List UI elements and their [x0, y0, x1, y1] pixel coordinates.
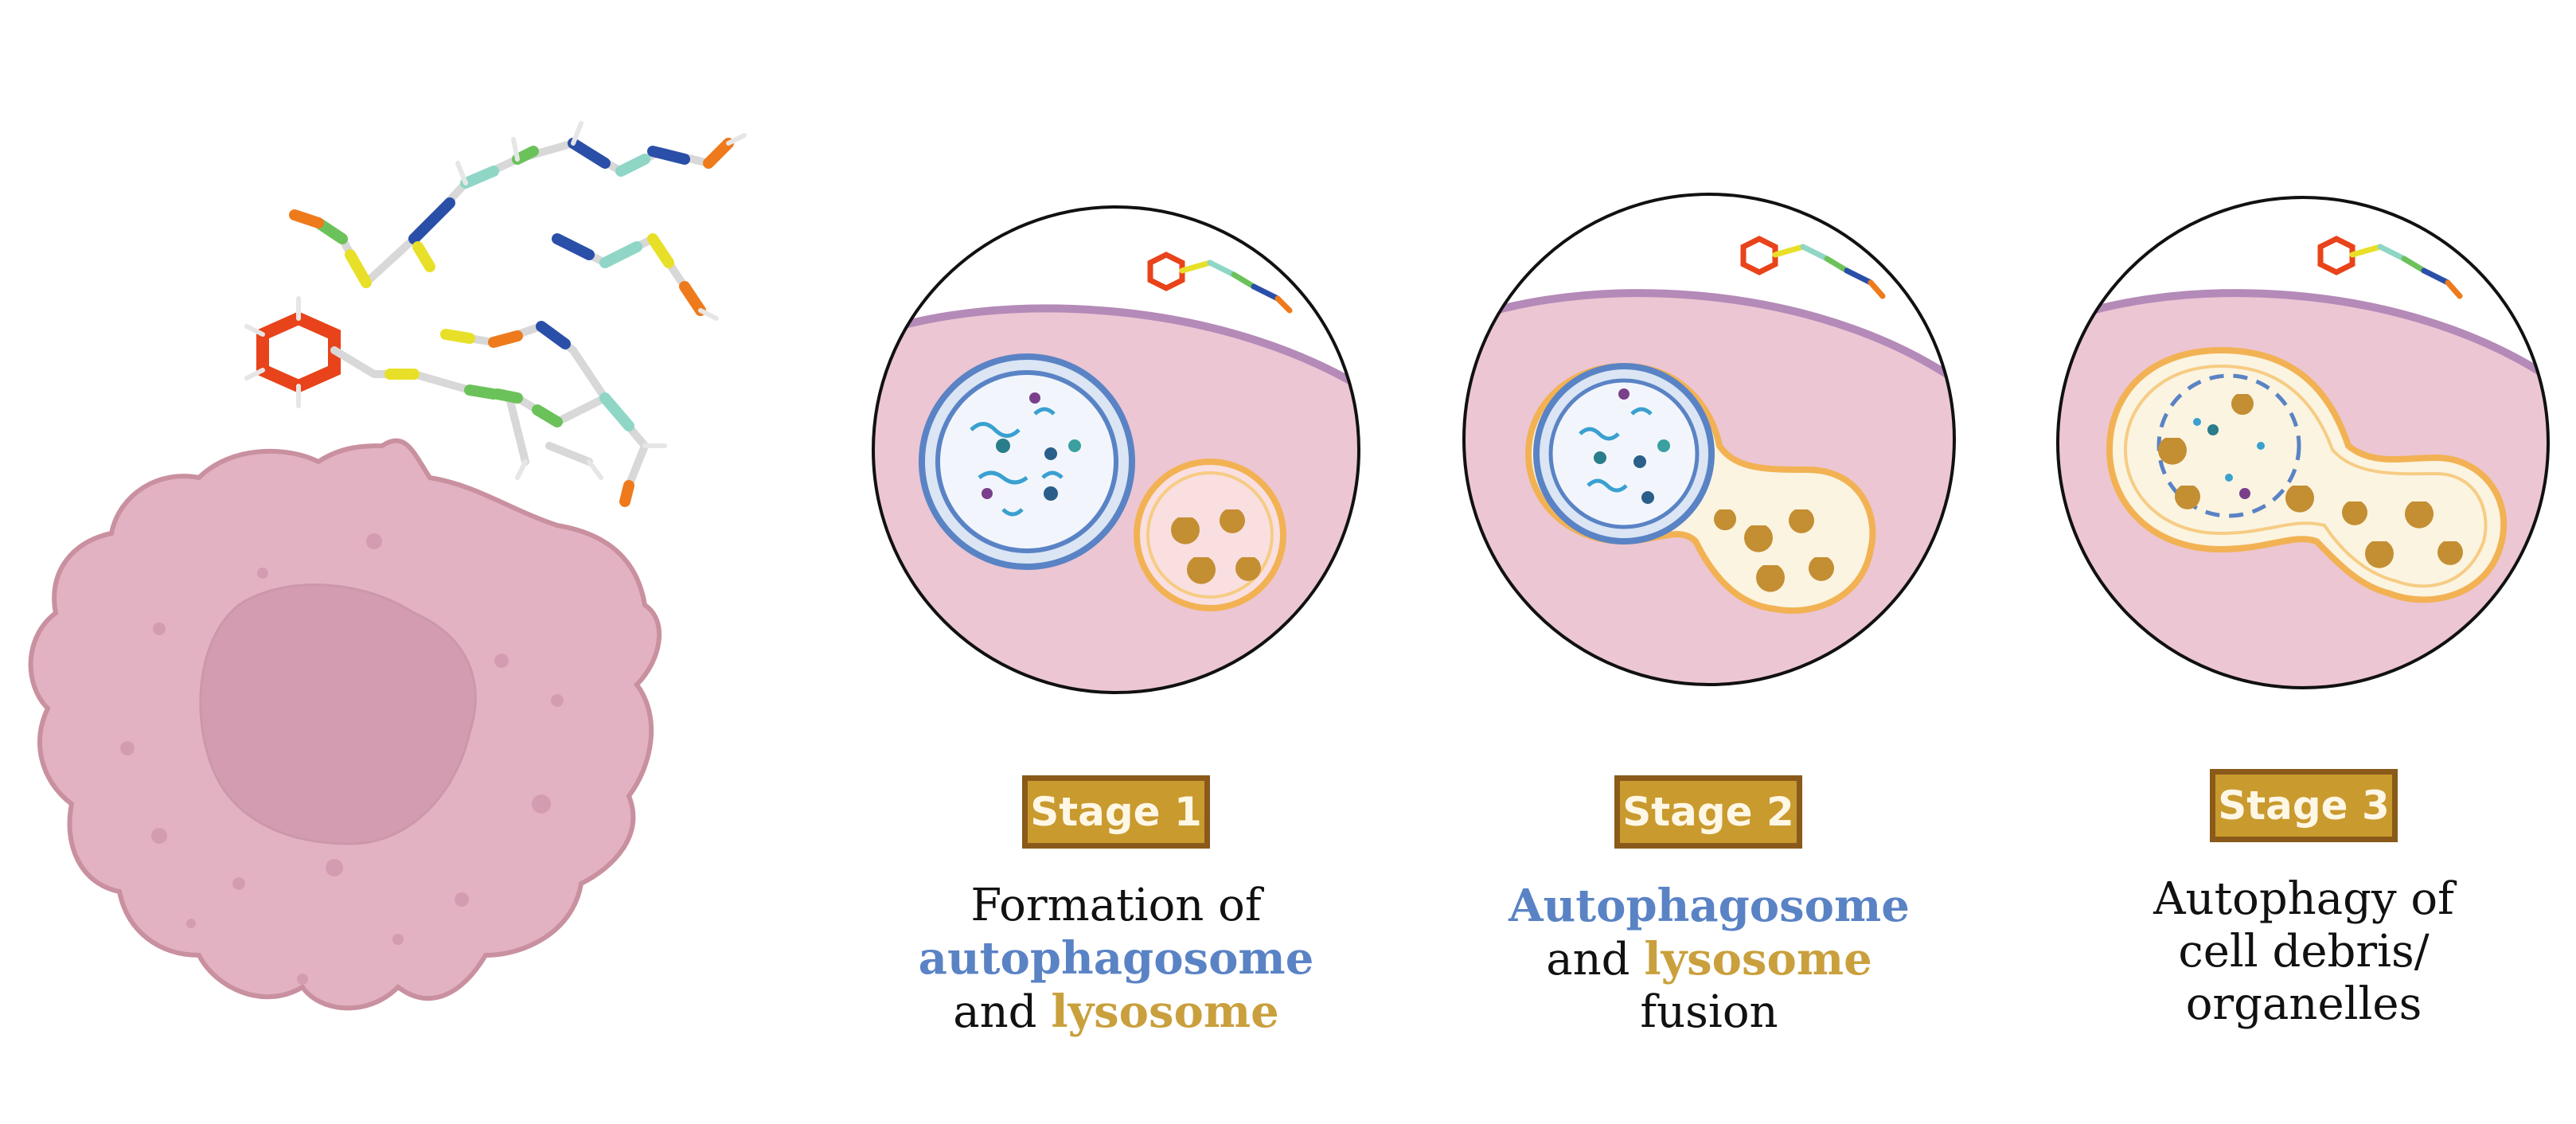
stage-1-badge-label: Stage 1 — [1030, 789, 1202, 835]
stage-1-badge: Stage 1 — [1022, 775, 1210, 849]
stage-1-caption-lysosome: lysosome — [1051, 985, 1279, 1038]
stage-2-caption: Autophagosome and lysosome fusion — [1462, 880, 1956, 1039]
stage-3-illustration — [2056, 196, 2550, 689]
stage-2-badge: Stage 2 — [1614, 775, 1802, 849]
molecule-structure — [244, 121, 747, 507]
stage-2-caption-lysosome: lysosome — [1644, 933, 1872, 985]
stage-3-caption-line1: Autophagy of — [2153, 873, 2454, 925]
stage-1-illustration — [872, 205, 1360, 694]
stage-1-caption-and: and — [953, 986, 1052, 1038]
stage-3-caption-line2: cell debris/ — [2178, 926, 2430, 978]
stage-3-badge: Stage 3 — [2210, 769, 2398, 842]
cell — [28, 438, 662, 1011]
stage-3-caption-line3: organelles — [2185, 978, 2422, 1030]
stage-2-badge-label: Stage 2 — [1622, 789, 1794, 835]
autolysosome — [2106, 346, 2508, 603]
stage-2-caption-line3: fusion — [1640, 986, 1778, 1038]
stage-2-caption-autophagosome: Autophagosome — [1509, 880, 1910, 932]
stage-2-caption-and: and — [1546, 934, 1645, 985]
stage-1-caption-autophagosome: autophagosome — [918, 932, 1314, 985]
stage-3-caption: Autophagy of cell debris/ organelles — [2057, 873, 2551, 1031]
stage-1-caption-line1: Formation of — [970, 880, 1262, 931]
stage-3-badge-label: Stage 3 — [2218, 783, 2390, 829]
stage-1-caption: Formation of autophagosome and lysosome — [869, 880, 1363, 1039]
nucleus — [199, 583, 477, 845]
stage-2-illustration — [1462, 193, 1956, 686]
lysosome — [1134, 459, 1286, 611]
